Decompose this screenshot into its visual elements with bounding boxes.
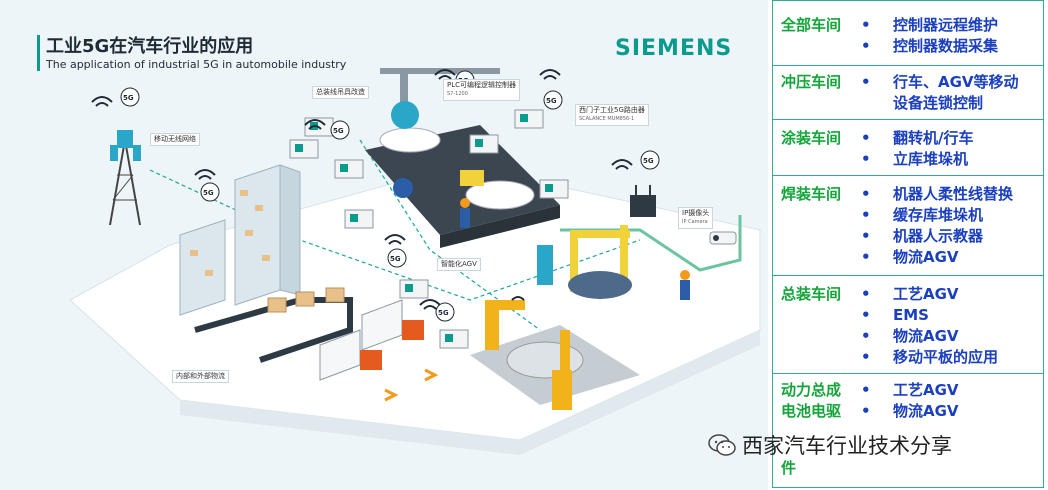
section-welding: 焊装车间 •机器人柔性线替换 •缓存库堆垛机 •机器人示教器 •物流AGV <box>773 175 1043 275</box>
svg-text:5G: 5G <box>203 189 214 197</box>
arrow-icon <box>384 388 399 402</box>
section-items: •工艺AGV •EMS •物流AGV •移动平板的应用 <box>853 284 998 368</box>
list-item: •移动平板的应用 <box>861 348 999 366</box>
plc-icon <box>469 134 499 154</box>
section-category-line3: 件 <box>781 459 797 477</box>
network-line <box>359 139 541 331</box>
conveyor <box>194 297 353 363</box>
wechat-icon <box>708 434 736 456</box>
section-items: •控制器远程维护 •控制器数据采集 <box>853 15 998 57</box>
list-item: •控制器远程维护 <box>861 16 999 34</box>
box <box>267 297 287 313</box>
section-category: 全部车间 <box>781 16 842 34</box>
wifi-icon <box>91 69 633 310</box>
router-icon <box>630 185 656 217</box>
plc-icon <box>334 159 364 179</box>
welding-cell <box>470 300 640 410</box>
box <box>325 287 345 303</box>
watermark: 西家汽车行业技术分享 <box>708 430 952 460</box>
box <box>295 291 315 307</box>
section-items: •工艺AGV •物流AGV <box>853 380 959 422</box>
plc-icon <box>539 179 569 199</box>
section-category: 焊装车间 <box>781 185 842 203</box>
svg-text:5G: 5G <box>438 309 449 317</box>
floor-edge <box>180 330 760 455</box>
list-item: •物流AGV <box>861 327 959 345</box>
list-item: •工艺AGV <box>861 381 959 399</box>
truck <box>319 329 382 381</box>
section-items: •行车、AGV等移动 设备连锁控制 <box>853 72 1019 114</box>
list-item: •控制器数据采集 <box>861 37 999 55</box>
list-item: •机器人柔性线替换 <box>861 185 1014 203</box>
truck <box>361 299 424 351</box>
section-category-line2: 电池电驱 <box>781 402 842 420</box>
cell-tower-icon <box>109 130 141 226</box>
plc-icon <box>289 139 319 159</box>
svg-text:5G: 5G <box>390 255 401 263</box>
section-all-workshops: 全部车间 •控制器远程维护 •控制器数据采集 <box>773 1 1043 65</box>
section-items: •翻转机/行车 •立库堆垛机 <box>853 128 973 170</box>
camera-icon <box>709 231 737 245</box>
section-category: 涂装车间 <box>781 129 842 147</box>
list-item: •缓存库堆垛机 <box>861 206 984 224</box>
network-line <box>149 169 641 301</box>
label-assembly-crane: 总装线吊具改造 <box>312 86 369 99</box>
application-table: 全部车间 •控制器远程维护 •控制器数据采集 冲压车间 •行车、AGV等移动 设… <box>772 0 1044 488</box>
list-item: •机器人示教器 <box>861 227 984 245</box>
assembly-line <box>365 68 560 248</box>
label-mobile-network: 移动无线网络 <box>150 133 200 146</box>
section-powertrain: 动力总成 电池电驱 件 •工艺AGV •物流AGV <box>773 373 1043 487</box>
list-item: •物流AGV <box>861 248 959 266</box>
plc-icon <box>399 279 429 299</box>
arrow-icon <box>424 368 439 382</box>
page-title: 工业5G在汽车行业的应用 <box>46 36 254 57</box>
list-item: 设备连锁控制 <box>893 94 984 112</box>
section-category: 动力总成 <box>781 381 842 399</box>
illustration-panel: 5G 5G 5G 5G 5G 5G 5G 5G 工业5G在汽车行业的应用 The… <box>0 0 768 490</box>
painting-cell <box>537 225 632 299</box>
plc-icon <box>439 329 469 349</box>
plc-icon <box>514 109 544 129</box>
siemens-logo: SIEMENS <box>615 36 733 61</box>
list-item: •行车、AGV等移动 <box>861 73 1019 91</box>
list-item: •翻转机/行车 <box>861 129 974 147</box>
worker-icon <box>460 198 470 228</box>
list-item: •物流AGV <box>861 402 959 420</box>
label-logistics: 内部和外部物流 <box>172 370 229 383</box>
list-item: •工艺AGV <box>861 285 959 303</box>
section-stamping: 冲压车间 •行车、AGV等移动 设备连锁控制 <box>773 65 1043 119</box>
label-smart-agv: 智能化AGV <box>437 258 481 271</box>
svg-text:5G: 5G <box>333 127 344 135</box>
worker-icon <box>680 270 690 300</box>
warehouse-rack <box>179 164 301 316</box>
watermark-text: 西家汽车行业技术分享 <box>742 434 952 458</box>
svg-text:5G: 5G <box>643 157 654 165</box>
svg-text:5G: 5G <box>123 94 134 102</box>
section-painting: 涂装车间 •翻转机/行车 •立库堆垛机 <box>773 119 1043 175</box>
title-accent-bar <box>37 35 40 71</box>
page-subtitle: The application of industrial 5G in auto… <box>46 58 347 71</box>
section-final-assembly: 总装车间 •工艺AGV •EMS •物流AGV •移动平板的应用 <box>773 275 1043 373</box>
svg-text:5G: 5G <box>546 97 557 105</box>
section-category: 总装车间 <box>781 285 842 303</box>
factory-illustration: 5G 5G 5G 5G 5G 5G 5G 5G <box>69 68 761 455</box>
section-items: •机器人柔性线替换 •缓存库堆垛机 •机器人示教器 •物流AGV <box>853 184 1013 268</box>
list-item: •EMS <box>861 306 929 324</box>
plc-icon <box>344 209 374 229</box>
section-category: 冲压车间 <box>781 73 842 91</box>
list-item: •立库堆垛机 <box>861 150 969 168</box>
